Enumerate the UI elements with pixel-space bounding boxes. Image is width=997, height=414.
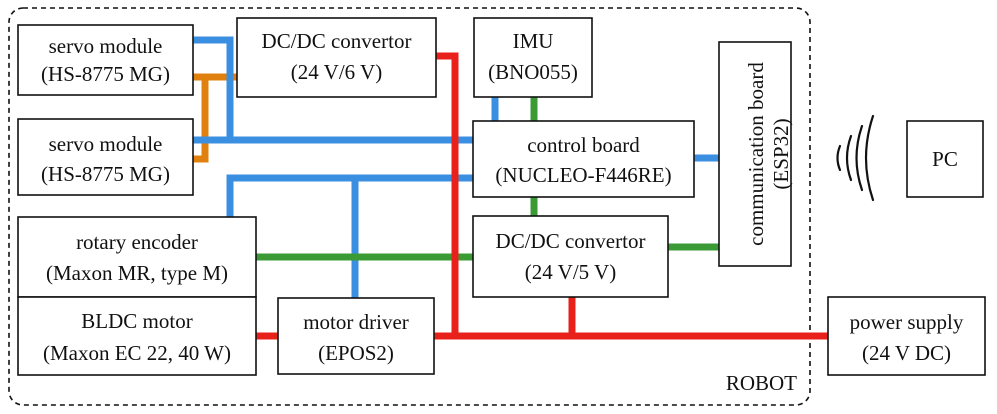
servo-module-1: servo module (HS-8775 MG) <box>17 24 194 96</box>
bldc-motor: BLDC motor (Maxon EC 22, 40 W) <box>17 296 257 376</box>
robot-label: ROBOT <box>726 371 797 395</box>
motor-driver-name: motor driver <box>303 310 409 334</box>
control-board: control board (NUCLEO-F446RE) <box>472 120 695 198</box>
control-board-model: (NUCLEO-F446RE) <box>495 163 671 187</box>
servo-module-2: servo module (HS-8775 MG) <box>17 118 194 196</box>
rotary-encoder-name: rotary encoder <box>76 230 198 254</box>
imu-block: IMU (BNO055) <box>473 17 593 98</box>
dcdc-6v-name: DC/DC convertor <box>262 29 412 53</box>
servo-module-1-model: (HS-8775 MG) <box>41 62 170 86</box>
dcdc-convertor-6v: DC/DC convertor (24 V/6 V) <box>236 17 437 98</box>
servo-module-2-name: servo module <box>49 132 163 156</box>
control-board-name: control board <box>527 133 640 157</box>
rotary-encoder-model: (Maxon MR, type M) <box>46 261 228 285</box>
power-supply-rating: (24 V DC) <box>862 341 951 365</box>
rotary-encoder: rotary encoder (Maxon MR, type M) <box>17 216 257 298</box>
dcdc-6v-rating: (24 V/6 V) <box>291 60 382 84</box>
pc-name: PC <box>932 147 958 171</box>
power-supply: power supply (24 V DC) <box>827 296 986 376</box>
dcdc-5v-name: DC/DC convertor <box>496 229 646 253</box>
communication-board-name: communication board <box>744 62 768 246</box>
power-supply-name: power supply <box>850 310 964 334</box>
dcdc-5v-rating: (24 V/5 V) <box>525 260 616 284</box>
servo-module-2-model: (HS-8775 MG) <box>41 162 170 186</box>
bldc-motor-name: BLDC motor <box>81 309 192 333</box>
wireless-signal-icon <box>836 114 875 202</box>
green-wires <box>256 97 719 261</box>
dcdc-convertor-5v: DC/DC convertor (24 V/5 V) <box>472 215 669 298</box>
imu-name: IMU <box>513 29 554 53</box>
motor-driver: motor driver (EPOS2) <box>277 297 435 375</box>
bldc-motor-model: (Maxon EC 22, 40 W) <box>43 341 231 365</box>
power-wires <box>256 52 828 340</box>
communication-board-model: (ESP32) <box>769 118 793 189</box>
imu-model: (BNO055) <box>488 60 578 84</box>
communication-board: communication board (ESP32) <box>718 41 793 267</box>
motor-driver-model: (EPOS2) <box>318 341 394 365</box>
pc-block: PC <box>906 120 984 198</box>
servo-module-1-name: servo module <box>49 34 163 58</box>
